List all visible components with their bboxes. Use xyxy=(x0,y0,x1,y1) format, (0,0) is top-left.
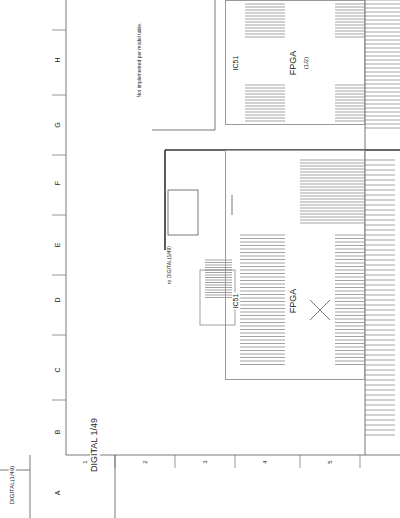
chip-label: FPGA xyxy=(289,288,299,315)
grid-ref: B xyxy=(54,429,62,436)
grid-ref: H xyxy=(54,56,62,63)
chip-label: FPGA xyxy=(289,50,299,77)
grid-ref: A xyxy=(54,490,62,497)
grid-ref: 1 xyxy=(82,459,89,464)
fpga-chip: IC51 FPGA xyxy=(225,150,365,380)
grid-ref: 5 xyxy=(327,459,334,464)
grid-ref: 4 xyxy=(262,459,269,464)
note-label: Not implemented per model table. xyxy=(137,21,143,98)
note-label: to DIGITAL(1/49) xyxy=(167,245,173,285)
chip-label: (1/2) xyxy=(303,56,310,70)
grid-ref: F xyxy=(54,180,62,186)
grid-ref: C xyxy=(54,366,62,373)
grid-ref: 2 xyxy=(142,459,149,464)
grid-ref: G xyxy=(54,121,62,128)
note-label: DIGITAL 1/49 xyxy=(90,417,100,473)
grid-ref: 3 xyxy=(202,459,209,464)
grid-ref: D xyxy=(54,296,62,303)
fpga-chip: IC51 FPGA (1/2) xyxy=(225,0,365,125)
chip-label: IC51 xyxy=(232,293,240,310)
chip-label: IC51 xyxy=(232,55,240,72)
note-label: DIGITAL(1/49) xyxy=(9,465,16,506)
grid-ref: E xyxy=(54,242,62,249)
